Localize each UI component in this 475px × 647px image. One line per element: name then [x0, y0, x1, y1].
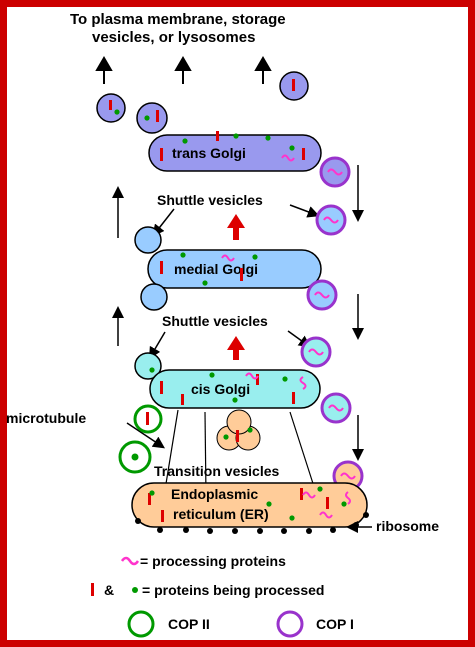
ribosomes: [135, 512, 369, 534]
cop1-vesicle: [315, 204, 347, 236]
legend-processed-text: = proteins being processed: [142, 582, 324, 598]
title-line-1: To plasma membrane, storage: [70, 11, 286, 28]
cis-golgi-label: cis Golgi: [191, 381, 250, 397]
shuttle-vesicle: [134, 226, 162, 254]
microtubule-label: microtubule: [6, 410, 86, 426]
legend-bar-symbol: [91, 583, 94, 596]
trans-golgi-cisterna: trans Golgi: [148, 131, 322, 172]
secretory-vesicle: [136, 102, 168, 134]
shuttle-vesicle: [134, 352, 162, 380]
secretory-vesicles: [96, 71, 309, 134]
endoplasmic-reticulum: Endoplasmic reticulum (ER): [131, 482, 368, 528]
microtubules: [163, 409, 318, 497]
secretory-vesicle: [279, 71, 309, 101]
exit-arrow-right: [254, 56, 272, 84]
legend-dot-symbol: [132, 587, 138, 593]
shuttle-pointer-lower-right: [287, 330, 311, 348]
legend-processing-text: = processing proteins: [140, 553, 286, 569]
legend: = processing proteins & = proteins being…: [91, 553, 354, 638]
medial-golgi-cisterna: medial Golgi: [147, 249, 322, 289]
forward-transport-arrow-upper: [227, 214, 245, 240]
trans-golgi-label: trans Golgi: [172, 145, 246, 161]
shuttle-vesicles-label-upper: Shuttle vesicles: [157, 192, 263, 208]
title-line-2: vesicles, or lysosomes: [92, 29, 255, 46]
shuttle-vesicle: [140, 283, 168, 311]
legend-ampersand: &: [104, 582, 114, 598]
legend-cop1-text: COP I: [316, 616, 354, 632]
retrograde-and-anterograde-arrows: [112, 165, 364, 461]
er-label-line-1: Endoplasmic: [171, 486, 258, 502]
cop2-vesicle: [118, 440, 152, 474]
ribosome-label: ribosome: [376, 518, 439, 534]
legend-cop2-text: COP II: [168, 616, 210, 632]
er-label-line-2: reticulum (ER): [173, 506, 269, 522]
exit-arrow-middle: [174, 56, 192, 84]
cop1-vesicle: [319, 156, 351, 188]
transition-vesicle-cluster: [216, 409, 261, 451]
legend-cop2-symbol: [127, 610, 155, 638]
cop1-vesicle: [300, 336, 332, 368]
shuttle-vesicles-label-lower: Shuttle vesicles: [162, 313, 268, 329]
forward-transport-arrow-lower: [227, 336, 245, 360]
legend-processing-symbol: [120, 556, 140, 566]
secretory-vesicle: [96, 93, 126, 123]
cis-golgi-cisterna: cis Golgi: [149, 369, 321, 409]
cop2-vesicle: [133, 404, 163, 434]
shuttle-pointer-lower-left: [148, 331, 166, 360]
microtubule-pointer: [126, 422, 165, 449]
shuttle-pointer-upper-left: [152, 208, 175, 237]
medial-golgi-label: medial Golgi: [174, 261, 258, 277]
exit-arrow-left: [95, 56, 113, 84]
exit-arrows: [95, 56, 272, 84]
cop1-vesicle: [320, 392, 352, 424]
shuttle-pointer-upper-right: [289, 204, 320, 218]
cop1-vesicle: [306, 279, 338, 311]
legend-cop1-symbol: [276, 610, 304, 638]
transition-vesicles-label: Transition vesicles: [154, 463, 279, 479]
